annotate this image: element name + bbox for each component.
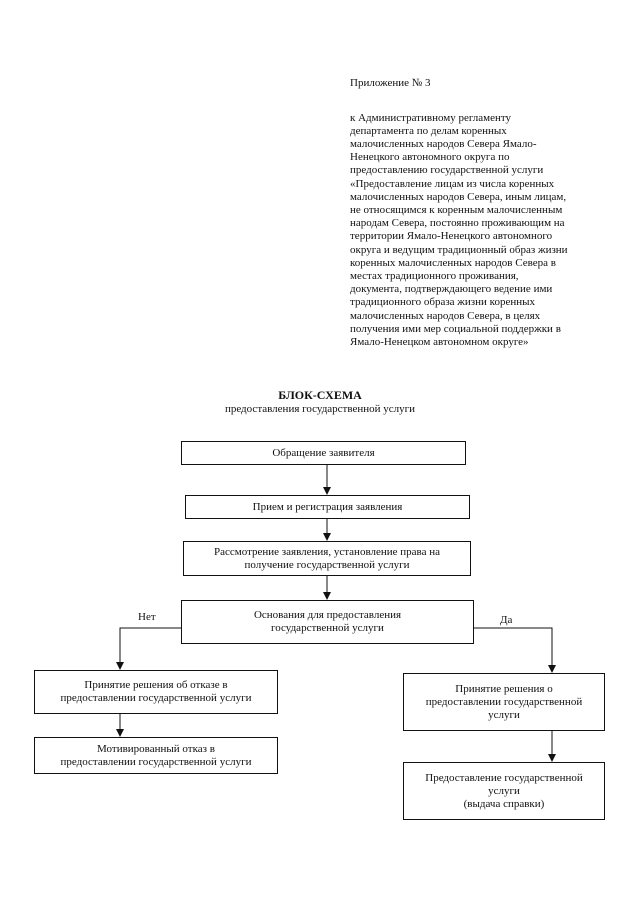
arrow-b4-yes-branch — [474, 627, 556, 673]
box-approval-decision: Принятие решения о предоставлении госуда… — [403, 673, 605, 731]
box-applicant-request: Обращение заявителя — [181, 441, 466, 465]
edge-label-yes: Да — [500, 614, 513, 626]
edge-label-no: Нет — [138, 611, 156, 623]
scheme-title: БЛОК-СХЕМА — [278, 388, 362, 402]
box-service-provision: Предоставление государственной услуги (в… — [403, 762, 605, 820]
box-review-application: Рассмотрение заявления, установление пра… — [183, 541, 471, 576]
appendix-title: Приложение № 3 — [350, 77, 431, 90]
box-grounds-decision: Основания для предоставления государстве… — [181, 600, 474, 644]
box-motivated-refusal: Мотивированный отказ в предоставлении го… — [34, 737, 278, 774]
box-reception-registration: Прием и регистрация заявления — [185, 495, 470, 519]
scheme-subtitle: предоставления государственной услуги — [224, 403, 416, 415]
box-refusal-decision: Принятие решения об отказе в предоставле… — [34, 670, 278, 714]
appendix-block: Приложение № 3 к Административному регла… — [350, 64, 612, 349]
appendix-text: к Административному регламенту департаме… — [350, 111, 568, 349]
arrow-b4-no-branch — [116, 627, 181, 670]
